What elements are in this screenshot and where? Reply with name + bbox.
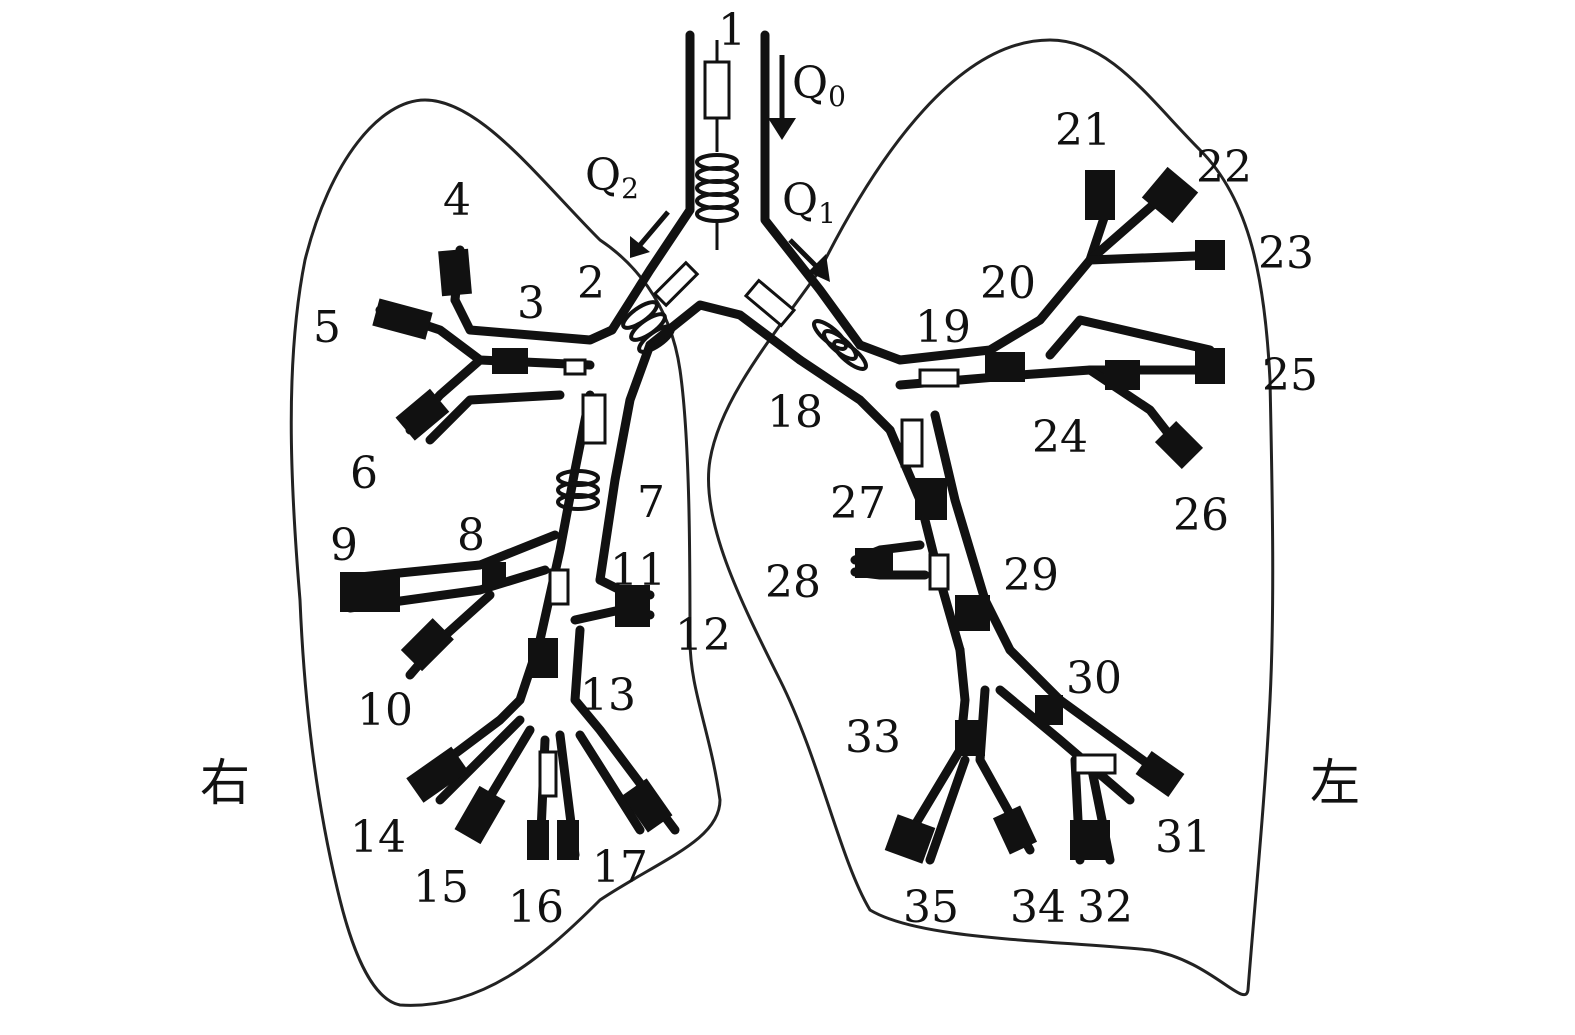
node-label-5: 5 bbox=[313, 302, 341, 353]
node-label-32: 32 bbox=[1077, 882, 1133, 933]
trachea-wall-left bbox=[607, 30, 695, 335]
flow-arrow-q0 bbox=[768, 55, 796, 140]
node-label-18: 18 bbox=[767, 387, 823, 438]
node-label-23: 23 bbox=[1258, 228, 1314, 279]
node-label-34: 34 bbox=[1010, 882, 1066, 933]
branch-8 bbox=[345, 530, 560, 583]
right-bronchus-upper-wall bbox=[450, 295, 617, 345]
node-label-4: 4 bbox=[443, 175, 471, 226]
node-label-8: 8 bbox=[457, 510, 485, 561]
node-label-15: 15 bbox=[413, 862, 469, 913]
carina bbox=[645, 300, 805, 365]
node-label-21: 21 bbox=[1055, 105, 1111, 156]
node-label-35: 35 bbox=[903, 882, 959, 933]
branch-24 bbox=[895, 365, 1225, 390]
right-bronchus-lower-wall bbox=[595, 340, 655, 585]
node-label-27: 27 bbox=[830, 478, 886, 529]
node-label-29: 29 bbox=[1003, 550, 1059, 601]
inductor-2 bbox=[621, 300, 675, 354]
left-bronchus-lower-wall bbox=[795, 355, 895, 435]
node-label-33: 33 bbox=[845, 712, 901, 763]
left-lung-outline bbox=[706, 38, 1275, 997]
node-label-26: 26 bbox=[1173, 490, 1229, 541]
node-label-3: 3 bbox=[517, 278, 545, 329]
node-label-25: 25 bbox=[1262, 350, 1318, 401]
node-label-10: 10 bbox=[357, 685, 413, 736]
flow-arrow-q2 bbox=[630, 210, 670, 258]
node-label-11: 11 bbox=[610, 545, 666, 596]
flow-label-q0: Q0 bbox=[792, 58, 846, 113]
node-label-12: 12 bbox=[675, 610, 731, 661]
node-label-28: 28 bbox=[765, 557, 821, 608]
side-label-left: 左 bbox=[1310, 754, 1360, 812]
side-label-right: 右 bbox=[200, 754, 250, 812]
inductor-4 bbox=[812, 319, 868, 371]
flow-arrow-q1 bbox=[788, 238, 830, 282]
left-bronchus-upper-wall bbox=[855, 315, 1045, 365]
node-label-17: 17 bbox=[592, 842, 648, 893]
node-label-16: 16 bbox=[508, 882, 564, 933]
node-label-13: 13 bbox=[580, 670, 636, 721]
node-label-31: 31 bbox=[1155, 812, 1211, 863]
node-label-6: 6 bbox=[350, 448, 378, 499]
inductor-3 bbox=[556, 469, 600, 511]
node-label-30: 30 bbox=[1066, 653, 1122, 704]
node-label-24: 24 bbox=[1032, 412, 1088, 463]
inductor-1 bbox=[695, 153, 739, 223]
resistor-1 bbox=[703, 60, 731, 120]
node-label-1: 1 bbox=[718, 5, 746, 56]
node-label-2: 2 bbox=[577, 258, 605, 309]
trachea-wall-right bbox=[760, 30, 865, 350]
node-label-20: 20 bbox=[980, 258, 1036, 309]
node-label-7: 7 bbox=[637, 477, 665, 528]
node-label-22: 22 bbox=[1196, 142, 1252, 193]
node-label-14: 14 bbox=[350, 812, 406, 863]
node-label-19: 19 bbox=[915, 302, 971, 353]
node-label-9: 9 bbox=[330, 520, 358, 571]
flow-label-q1: Q1 bbox=[782, 175, 836, 230]
flow-label-q2: Q2 bbox=[585, 150, 639, 205]
